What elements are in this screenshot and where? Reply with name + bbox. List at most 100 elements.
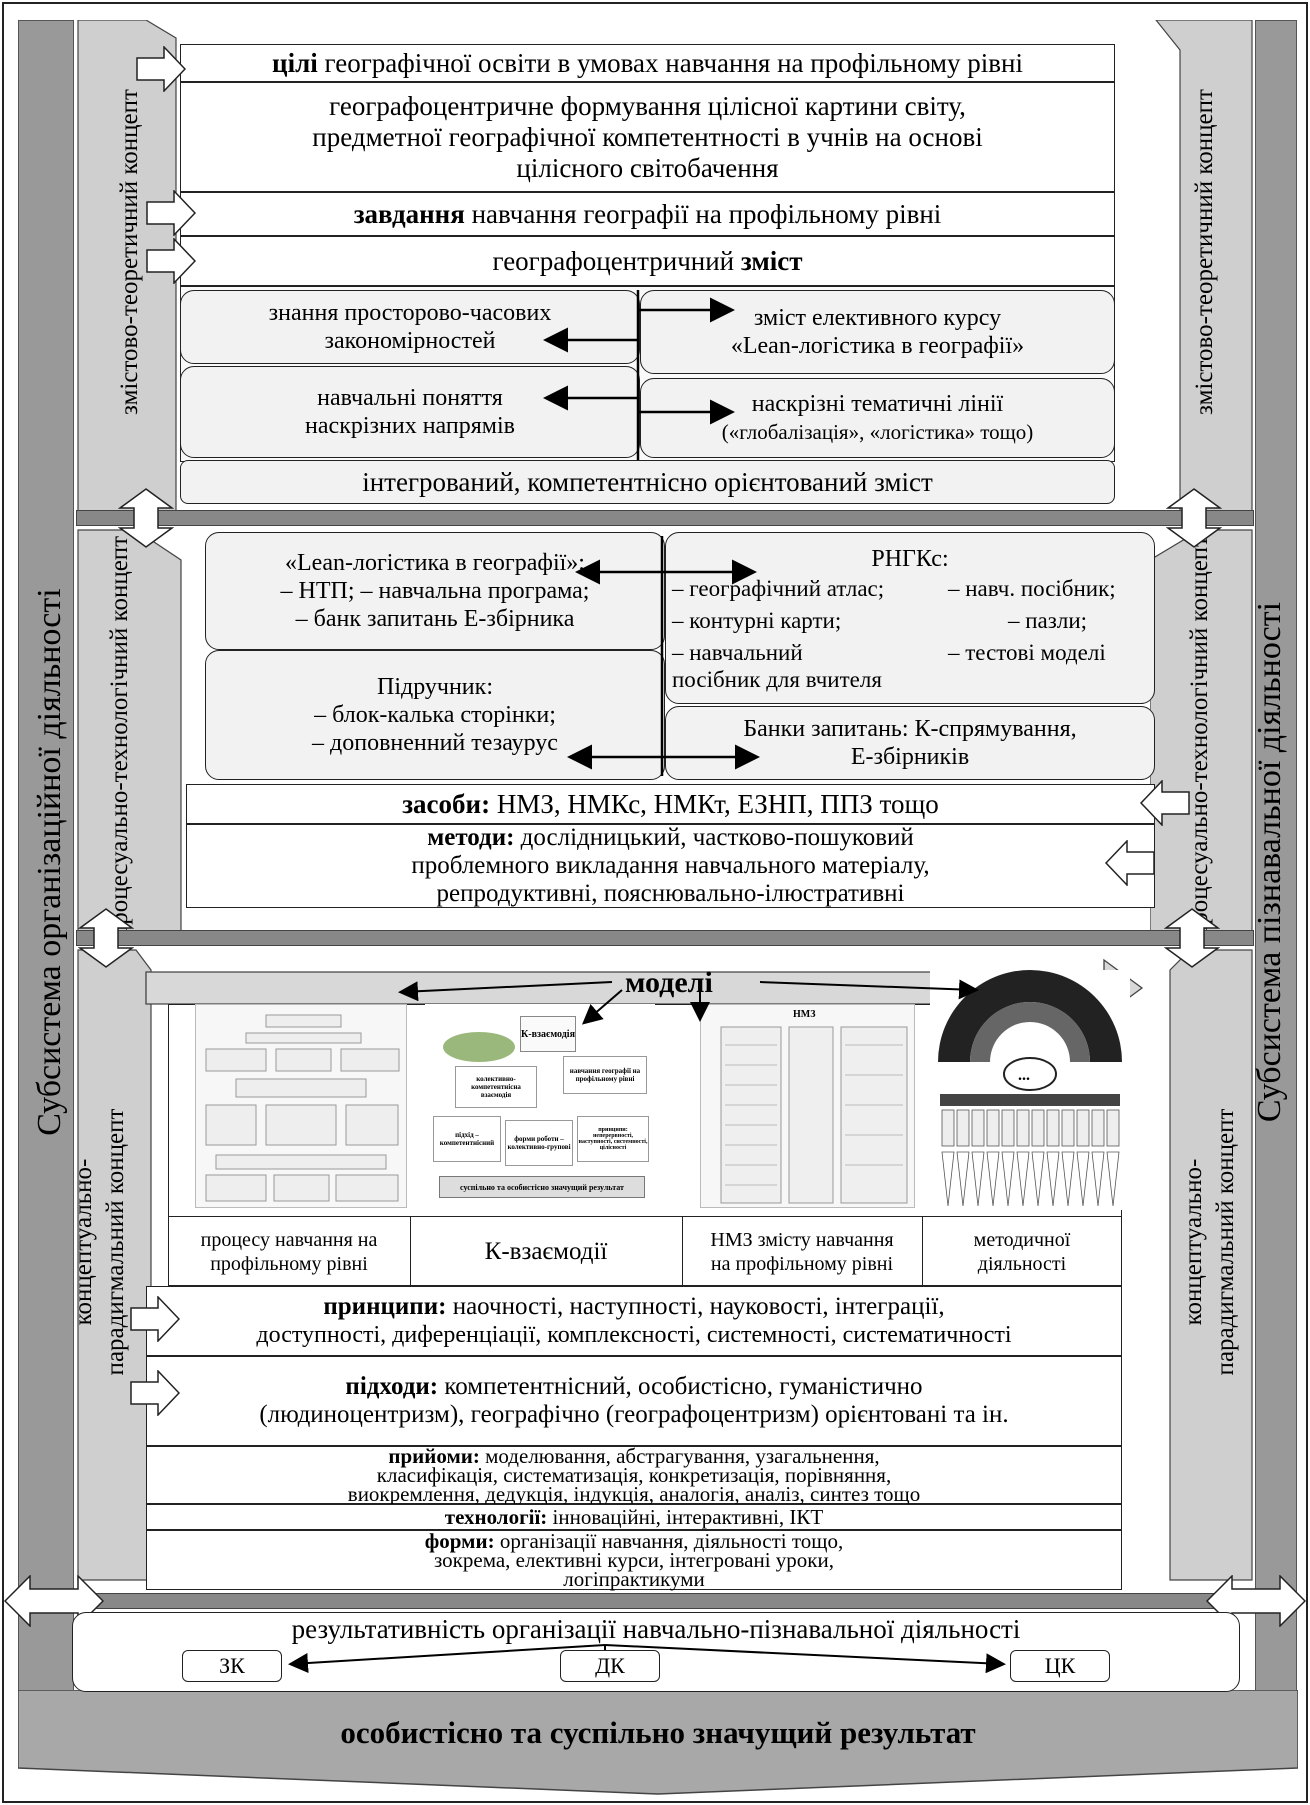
thumb2-b3: принципи: неперервності, наступності, си… xyxy=(577,1116,649,1162)
lean-line2: – НТП; – навчальна програма; xyxy=(280,578,590,604)
caption-col-line xyxy=(682,1216,683,1286)
content-text: географоцентричний зміст xyxy=(492,245,803,276)
model1-caption-line1: процесу навчання на xyxy=(200,1229,378,1251)
divider-2 xyxy=(76,930,1254,946)
concepts-box: навчальні поняття наскрізних напрямів xyxy=(180,366,640,458)
arrow-right-icon xyxy=(130,1370,180,1416)
thumb2-b1: підхід – компетентнісний xyxy=(433,1116,501,1162)
technologies-text: технології: інноваційні, інтерактивні, І… xyxy=(444,1505,824,1529)
means-text: засоби: НМЗ, НМКс, НМКт, ЕЗНП, ППЗ тощо xyxy=(402,788,939,819)
techniques-row-main: прийоми: моделювання, абстрагування, уза… xyxy=(146,1443,1122,1506)
model3-caption-line2: на профільному рівні xyxy=(710,1253,894,1275)
knowledge-line1: знання просторово-часових xyxy=(268,300,552,326)
forms-row: форми: організації навчання, діяльності … xyxy=(146,1530,1122,1590)
lines-box: наскрізні тематичні лінії («глобалізація… xyxy=(640,378,1115,458)
concepts-line2: наскрізних напрямів xyxy=(305,413,515,439)
model3-thumbnail: НМЗ xyxy=(700,1004,915,1208)
knowledge-line2: закономірностей xyxy=(324,328,496,354)
arrow-right-icon xyxy=(136,46,186,92)
rngk-l4: посібник для вчителя xyxy=(672,667,882,692)
tsk-box: ЦК xyxy=(1010,1650,1110,1682)
models-arrows xyxy=(398,979,979,1025)
forms-line1: форми: організації навчання, діяльності … xyxy=(424,1528,844,1553)
rngk-left-list: – географічний атлас; – контурні карти; … xyxy=(672,575,884,693)
techniques-line2: класифікація, систематизація, конкретиза… xyxy=(376,1462,892,1487)
model2-caption: К-взаємодії xyxy=(484,1238,608,1265)
integrated-text: інтегрований, компетентнісно орієнтовани… xyxy=(362,466,933,497)
result-title: результативність організації навчально-п… xyxy=(291,1614,1021,1644)
model3-caption-line1: НМЗ змісту навчання xyxy=(710,1229,894,1251)
goals-row: цілі географічної освіти в умовах навчан… xyxy=(180,44,1115,82)
methods-row: методи: дослідницький, частково-пошукови… xyxy=(186,824,1155,908)
thumb2-disc xyxy=(443,1032,515,1062)
section2-arrows xyxy=(567,536,760,776)
model4-caption-line1: методичної xyxy=(973,1229,1071,1251)
goals-desc-line3: цілісного світобачення xyxy=(516,152,779,183)
lean-line3: – банк запитань Е-збірника xyxy=(295,606,575,632)
approaches-line1: підходи: компетентнісний, особистісно, г… xyxy=(345,1373,923,1400)
thumb2-bottom: суспільно та особистісно значущий резуль… xyxy=(439,1176,645,1198)
lean-line1: «Lean-логістика в географії»: xyxy=(285,550,585,576)
model1-thumbnail xyxy=(195,1004,407,1208)
rngk-r1: – навч. посібник; xyxy=(948,576,1116,601)
thumb2-right-box: навчання географії на профільному рівні xyxy=(563,1056,647,1094)
approaches-row: підходи: компетентнісний, особистісно, г… xyxy=(146,1356,1122,1446)
rngk-title: РНГКс: xyxy=(871,546,949,572)
rngk-r2: – пазли; xyxy=(1008,608,1088,633)
final-result-text: особистісно та суспільно значущий резуль… xyxy=(340,1715,976,1750)
textbook-line2: – блок-калька сторінки; xyxy=(314,702,556,728)
lines-line1: наскрізні тематичні лінії xyxy=(751,391,1004,417)
textbook-line1: Підручник: xyxy=(377,674,493,700)
thumb2-b2: форми роботи – колективно-групові xyxy=(505,1120,573,1166)
caption-col-line xyxy=(922,1216,923,1286)
textbook-line3: – доповненний тезаурус xyxy=(312,730,558,756)
goals-desc-line1: географоцентричне формування цілісної ка… xyxy=(329,90,966,121)
left-concept-bars xyxy=(77,20,182,1581)
model1-caption-line2: профільному рівні xyxy=(210,1253,368,1275)
model2-thumbnail: К-взаємодія колективно-компетентнісна вз… xyxy=(425,1004,655,1208)
techniques-line1: прийоми: моделювання, абстрагування, уза… xyxy=(388,1443,880,1468)
dk-box: ДК xyxy=(560,1650,660,1682)
result-arrows xyxy=(288,1644,1006,1674)
section1-arrows xyxy=(543,290,735,460)
rngk-right-list: – навч. посібник; – пазли; – тестові мод… xyxy=(948,575,1116,666)
model4-thumbnail: ... xyxy=(930,970,1130,1210)
concepts-line1: навчальні поняття xyxy=(317,385,503,411)
flowchart-thumbnail-graphic xyxy=(205,1014,400,1202)
forms-line2: зокрема, елективні курси, інтегровані ур… xyxy=(434,1547,834,1572)
techniques-line3: виокремлення, дедукція, індукція, аналог… xyxy=(347,1481,921,1506)
methods-line1: методи: дослідницький, частково-пошукови… xyxy=(427,824,914,851)
rngk-l3: – навчальний xyxy=(672,640,803,665)
elective-line1: зміст елективного курсу xyxy=(753,305,1002,331)
svg-text:...: ... xyxy=(1018,1067,1030,1084)
approaches-line2: (людиноцентризм), географічно (географоц… xyxy=(259,1401,1009,1428)
forms-line3: логіпрактикуми xyxy=(563,1566,705,1591)
rngk-r3: – тестові моделі xyxy=(948,640,1106,665)
arrow-right-icon xyxy=(146,238,196,284)
content-row: географоцентричний зміст xyxy=(180,236,1115,286)
thumb3-title: НМЗ xyxy=(793,1009,816,1020)
textbook-box: Підручник: – блок-калька сторінки; – доп… xyxy=(205,650,665,780)
double-arrow-icon xyxy=(78,908,134,968)
tasks-row: завдання навчання географії на профільно… xyxy=(180,192,1115,236)
goals-description: географоцентричне формування цілісної ка… xyxy=(180,82,1115,192)
banks-line2: Е-збірників xyxy=(850,744,970,770)
nmz-thumbnail-graphic xyxy=(720,1026,908,1204)
methods-line3: репродуктивні, пояснювально-ілюстративні xyxy=(436,880,905,907)
caption-divider xyxy=(168,1216,1122,1217)
goals-desc-line2: предметної географічної компетентності в… xyxy=(312,121,983,152)
lean-box: «Lean-логістика в географії»: – НТП; – н… xyxy=(205,532,665,650)
arrow-right-icon xyxy=(130,1296,180,1342)
arch-thumbnail-graphic: ... xyxy=(938,970,1122,1207)
left-outer-bar xyxy=(18,20,74,1700)
double-arrow-icon xyxy=(118,488,174,548)
arrow-right-icon xyxy=(146,190,196,236)
divider-1 xyxy=(76,510,1254,526)
right-concept-bars xyxy=(1150,20,1253,1581)
banks-line1: Банки запитань: К-спрямування, xyxy=(743,716,1077,742)
models-label: моделі xyxy=(625,966,713,999)
arrow-left-icon xyxy=(1105,840,1155,886)
elective-line2: «Lean-логістика в географії» xyxy=(730,333,1025,359)
model1-caption: процесу навчання на профільному рівні xyxy=(168,1218,410,1286)
zk-box: ЗК xyxy=(182,1650,282,1682)
